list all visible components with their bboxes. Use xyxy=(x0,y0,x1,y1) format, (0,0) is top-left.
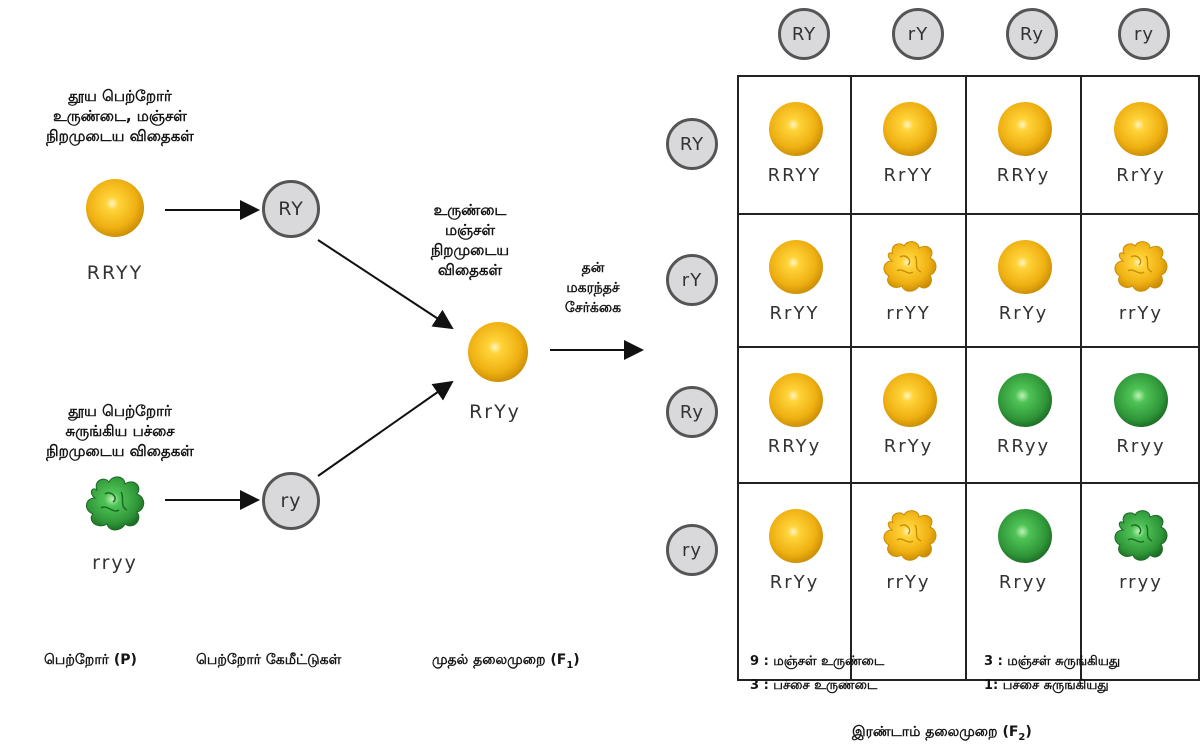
f1-genotype: RrYy xyxy=(469,401,521,423)
cell-genotype: Rryy xyxy=(998,572,1049,593)
punnett-cell: RrYY xyxy=(852,77,967,215)
cell-genotype: RRYY xyxy=(767,165,822,186)
punnett-cell: RRYY xyxy=(739,77,852,215)
row-gamete-3: Ry xyxy=(666,386,718,438)
punnett-cell: RRYy xyxy=(967,77,1082,215)
col-gamete-4: ry xyxy=(1118,8,1170,60)
cell-genotype: rrYy xyxy=(1118,303,1164,324)
seed-round-yellow xyxy=(768,509,823,563)
seed-round-yellow xyxy=(768,102,823,156)
cell-genotype: RRyy xyxy=(996,436,1051,457)
row-gamete-4: ry xyxy=(666,524,718,576)
punnett-cell: RrYy xyxy=(739,484,852,679)
label-first-generation: முதல் தலைமுறை (F1) xyxy=(432,652,580,671)
punnett-cell: rrYy xyxy=(1082,215,1200,348)
ratio-wrinkled-yellow: 3 : மஞ்சள் சுருங்கியது xyxy=(984,654,1121,669)
parent1-seed-round-yellow xyxy=(86,179,144,237)
seed-round-yellow xyxy=(1114,102,1168,156)
seed-round-yellow xyxy=(768,240,823,294)
cell-genotype: RRYy xyxy=(767,436,822,457)
ratio-round-green: 3 : பச்சை உருண்டை xyxy=(750,678,878,693)
cell-genotype: RrYY xyxy=(883,165,934,186)
cell-genotype: rryy xyxy=(1119,572,1163,593)
row-gamete-2: rY xyxy=(666,254,718,306)
cell-genotype: RrYy xyxy=(1116,165,1166,186)
seed-wrinkled-yellow xyxy=(883,510,936,561)
cell-genotype: RrYy xyxy=(883,436,934,457)
parent2-seed-wrinkled-green xyxy=(86,476,145,531)
seed-round-green xyxy=(997,509,1052,563)
punnett-cell: rryy xyxy=(1082,484,1200,679)
punnett-cell: rrYY xyxy=(852,215,967,348)
arrow-gamete1-to-f1 xyxy=(317,239,454,330)
col-gamete-1: RY xyxy=(778,8,830,60)
punnett-cell: RrYy xyxy=(1082,77,1200,215)
seed-wrinkled-yellow xyxy=(1114,241,1168,292)
cell-genotype: Rryy xyxy=(1116,436,1166,457)
arrow-gamete2-to-f1 xyxy=(317,380,454,477)
punnett-cell: RRyy xyxy=(967,348,1082,484)
label-parent-gametes: பெற்றோர் கேமீட்டுகள் xyxy=(196,652,342,668)
col-gamete-2: rY xyxy=(892,8,944,60)
f1-caption: உருண்டை மஞ்சள் நிறமுடைய விதைகள் xyxy=(430,201,510,279)
seed-round-green xyxy=(1114,373,1168,427)
seed-round-yellow xyxy=(997,240,1052,294)
f1-seed-round-yellow xyxy=(468,322,528,382)
punnett-cell: RrYY xyxy=(739,215,852,348)
seed-round-green xyxy=(997,373,1052,427)
seed-round-yellow xyxy=(768,373,823,427)
parent2-caption: தூய பெற்றோர் சுருங்கிய பச்சை நிறமுடைய வி… xyxy=(46,402,194,460)
ratio-wrinkled-green: 1: பச்சை சுருங்கியது xyxy=(984,678,1109,693)
parent1-genotype: RRYY xyxy=(86,262,144,284)
punnett-cell: RRYy xyxy=(739,348,852,484)
cell-genotype: RrYY xyxy=(769,303,820,324)
label-second-generation: இரண்டாம் தலைமுறை (F2) xyxy=(852,724,1032,743)
selfing-label: தன் மகரந்தச் சேர்க்கை xyxy=(564,260,622,316)
cell-genotype: RrYy xyxy=(769,572,820,593)
punnett-cell: Rryy xyxy=(967,484,1082,679)
cell-genotype: rrYy xyxy=(886,572,931,593)
seed-wrinkled-green xyxy=(1114,510,1168,561)
seed-round-yellow xyxy=(882,373,937,427)
seed-wrinkled-yellow xyxy=(883,241,936,292)
parent1-caption: தூய பெற்றோர் உருண்டை, மஞ்சள் நிறமுடைய வி… xyxy=(46,87,194,145)
gamete-RY: RY xyxy=(262,180,320,238)
seed-round-yellow xyxy=(882,102,937,156)
punnett-cell: Rryy xyxy=(1082,348,1200,484)
gamete-ry: ry xyxy=(262,472,320,530)
ratio-round-yellow: 9 : மஞ்சள் உருண்டை xyxy=(750,654,885,669)
seed-round-yellow xyxy=(997,102,1052,156)
cross-arrows xyxy=(165,200,644,510)
row-gamete-1: RY xyxy=(666,118,718,170)
punnett-cell: RrYy xyxy=(852,348,967,484)
punnett-cell: RrYy xyxy=(967,215,1082,348)
label-parent: பெற்றோர் (P) xyxy=(44,652,137,668)
cell-genotype: RRYy xyxy=(996,165,1051,186)
punnett-cell: rrYy xyxy=(852,484,967,679)
cell-genotype: rrYY xyxy=(886,303,931,324)
cell-genotype: RrYy xyxy=(998,303,1049,324)
col-gamete-3: Ry xyxy=(1006,8,1058,60)
parent2-genotype: rryy xyxy=(92,552,138,574)
